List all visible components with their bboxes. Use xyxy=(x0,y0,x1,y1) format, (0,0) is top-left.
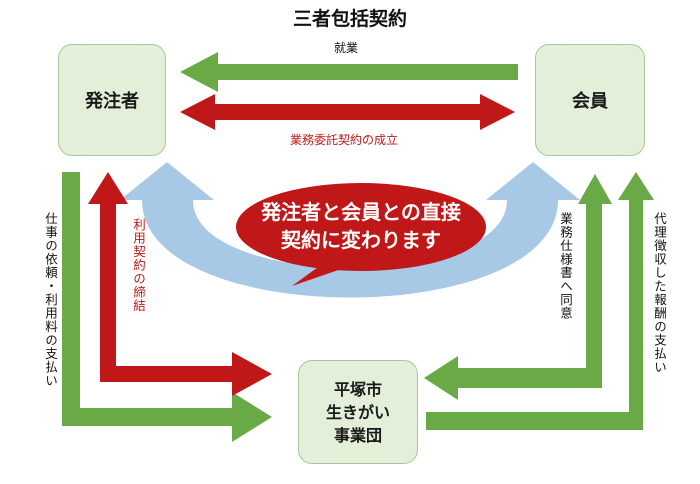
diagram-title: 三者包括契約 xyxy=(292,8,407,30)
agency-label-line3: 事業団 xyxy=(333,425,382,445)
direct-contract-line1: 発注者と会員との直接 xyxy=(261,200,461,224)
agency-label-line1: 平塚市 xyxy=(333,379,382,399)
agency-label-line2: 生きがい xyxy=(325,402,390,422)
employment-arrow xyxy=(180,52,518,92)
request-payment-label: 仕事の依頼・利用料の支払い xyxy=(43,212,58,388)
direct-contract-text: 発注者と会員との直接 契約に変わります xyxy=(236,198,486,254)
member-node: 会員 xyxy=(535,44,645,156)
agency-payment-label: 代理徴収した報酬の支払い xyxy=(652,212,667,374)
usage-contract-label: 利用契約の締結 xyxy=(131,218,146,313)
direct-contract-line2: 契約に変わります xyxy=(281,228,441,252)
direct-contract-bubble xyxy=(236,183,486,271)
orderer-label: 発注者 xyxy=(85,91,139,112)
agency-payment-arrow xyxy=(426,172,654,430)
member-label: 会員 xyxy=(572,91,608,112)
spec-consent-label: 業務仕様書へ同意 xyxy=(558,212,573,320)
contract-formed-label: 業務委託契約の成立 xyxy=(290,133,399,147)
contract-double-arrow xyxy=(180,94,515,130)
coordination-arch xyxy=(120,162,580,298)
agency-node: 平塚市 生きがい 事業団 xyxy=(298,360,418,464)
employment-label: 就業 xyxy=(334,41,359,55)
orderer-node: 発注者 xyxy=(58,44,166,156)
usage-contract-arrow xyxy=(88,172,272,396)
bubble-tail xyxy=(292,262,350,286)
spec-consent-arrow xyxy=(424,174,612,400)
coordination-label: 総合調整・マッチング xyxy=(270,312,450,332)
request-payment-arrow xyxy=(62,172,272,442)
